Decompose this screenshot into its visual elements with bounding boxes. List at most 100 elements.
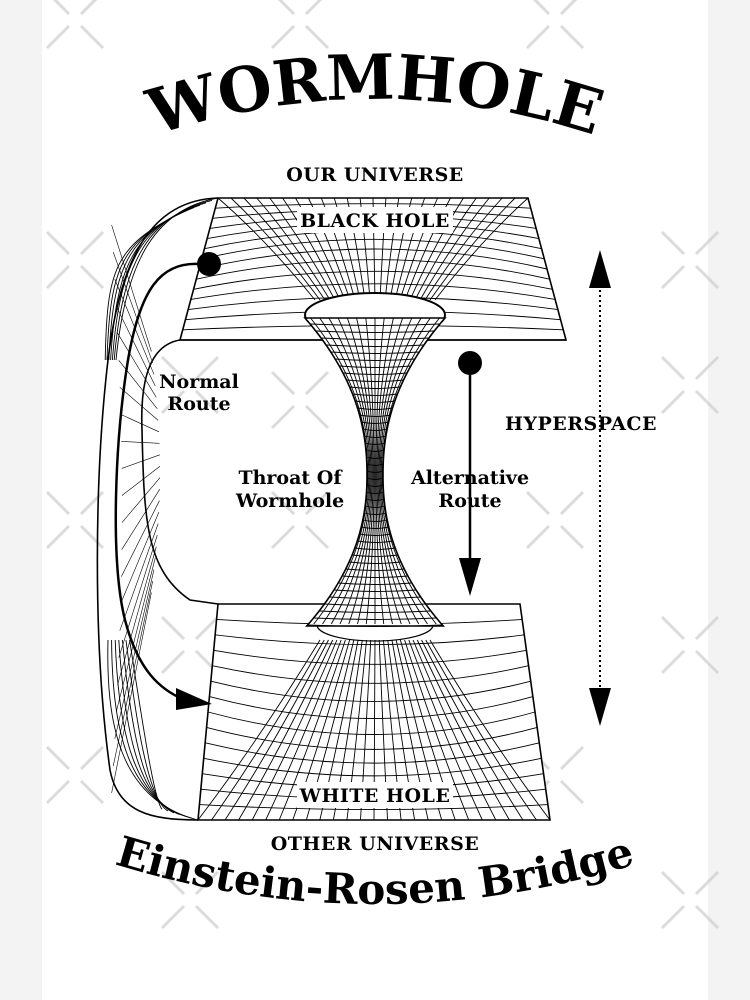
top-sheet-grid-line: [414, 197, 477, 301]
top-sheet-contour: [215, 203, 531, 209]
bottom-sheet-contour: [203, 757, 542, 777]
fold-upper-contour: [115, 197, 219, 361]
wormhole-drawing: [96, 197, 568, 821]
bottom-sheet-grid-line: [197, 639, 321, 821]
bottom-sheet-grid-line: [429, 639, 551, 821]
watermark-mark: [270, 370, 330, 430]
watermark-mark: [45, 230, 105, 290]
label-other-universe: OTHER UNIVERSE: [271, 833, 480, 855]
throat-meridian: [375, 317, 385, 625]
top-sheet-grid-line: [429, 197, 516, 301]
throat-meridian: [381, 317, 440, 625]
top-sheet-contour: [190, 283, 556, 300]
hyperspace-arrow-up-icon: [589, 250, 611, 288]
top-sheet-grid-line: [282, 197, 341, 301]
label-throat-1: Throat Of: [238, 467, 343, 489]
fold-hatch-line: [115, 306, 156, 387]
throat-meridian: [346, 317, 373, 625]
watermark-mark: [270, 0, 330, 50]
watermark-mark: [660, 355, 720, 415]
fold-hatch-line: [118, 535, 158, 658]
label-hyperspace: HYPERSPACE: [505, 413, 657, 435]
label-black-hole: BLACK HOLE: [300, 210, 450, 232]
fold-outer-edge: [96, 197, 219, 821]
label-white-hole-bg: [297, 782, 453, 808]
alternative-route-start-dot: [458, 351, 482, 375]
label-throat-2: Wormhole: [235, 490, 344, 512]
watermark-mark: [660, 870, 720, 930]
throat-meridian: [365, 317, 375, 625]
bottom-sheet-contour: [207, 711, 536, 735]
bottom-sheet-grid-line: [211, 639, 325, 821]
fold-hatch-line: [120, 414, 160, 433]
bottom-sheet-contour: [209, 696, 533, 719]
bottom-sheet-grid-line: [251, 639, 338, 821]
fold-hatch-line: [119, 387, 159, 421]
title-text: WORMHOLE: [138, 40, 611, 149]
fold-hatch-line: [121, 489, 161, 550]
watermark-mark: [660, 615, 720, 675]
bottom-sheet-contour: [215, 634, 525, 646]
fold-hatch-line: [121, 441, 160, 444]
throat-meridian: [377, 317, 404, 625]
fold-lower-contour: [129, 639, 163, 810]
fold-lower-contour: [125, 639, 169, 812]
fold-lower-contour: [118, 639, 181, 816]
bottom-sheet-contour: [205, 742, 540, 764]
bottom-sheet-grid-line: [421, 639, 524, 821]
fold-lower-contour: [121, 639, 175, 814]
fold-hatch-line: [115, 558, 156, 712]
label-white-hole: WHITE HOLE: [299, 785, 451, 807]
fold-hatch-line: [121, 477, 161, 523]
watermark-mark: [525, 0, 585, 50]
alternative-route-arrow-icon: [459, 558, 481, 596]
fold-hatch-line: [121, 466, 161, 496]
top-sheet-grid-line: [230, 197, 321, 301]
fold-upper-contour: [104, 211, 183, 361]
bottom-sheet-contour: [199, 804, 548, 811]
bottom-sheet-grid-line: [416, 639, 510, 821]
top-sheet-grid-line: [419, 197, 490, 301]
watermark-mark: [45, 490, 105, 550]
fold-hatch-line: [119, 523, 159, 631]
throat-meridian: [310, 317, 369, 625]
top-sheet-contour: [196, 259, 550, 280]
bottom-sheet-grid-line: [238, 639, 334, 821]
watermark-mark: [45, 0, 105, 50]
label-our-universe: OUR UNIVERSE: [286, 164, 464, 186]
fold-hatch-line: [118, 360, 158, 410]
title-arc-text: WORMHOLE: [138, 40, 611, 149]
watermark-mark: [160, 870, 220, 930]
watermark-mark: [45, 745, 105, 805]
fold-upper-contour: [113, 199, 213, 361]
top-sheet-grid-line: [269, 197, 336, 301]
bottom-sheet-contour: [206, 726, 538, 750]
top-sheet-contour: [201, 238, 545, 260]
bottom-sheet-contour: [210, 680, 531, 702]
watermark-mark: [160, 355, 220, 415]
watermark-mark: [270, 490, 330, 550]
fold-hatch-line: [117, 546, 157, 685]
top-sheet-contour: [193, 270, 553, 290]
normal-route-curve: [114, 262, 200, 702]
throat-meridian: [379, 317, 422, 625]
fold-hatch-line: [121, 454, 160, 469]
top-sheet-grid-line: [256, 197, 331, 301]
throat-meridian: [376, 317, 394, 625]
throat-meridian: [380, 317, 431, 625]
watermark-mark: [160, 615, 220, 675]
bottom-sheet-grid-line: [224, 639, 329, 821]
fold-hatch-line: [111, 224, 152, 352]
fold-hatch-line: [117, 333, 157, 398]
throat-meridian: [356, 317, 374, 625]
fold-hatch-line: [111, 592, 152, 794]
top-sheet-grid-line: [409, 197, 464, 301]
label-normal-route-2: Route: [167, 393, 230, 415]
fold-hatch-line: [121, 500, 160, 577]
throat-meridian: [319, 317, 370, 625]
fold-inner-edge: [140, 339, 219, 605]
bottom-sheet-grid-line: [412, 639, 497, 821]
normal-route-arrow-icon: [176, 688, 212, 710]
